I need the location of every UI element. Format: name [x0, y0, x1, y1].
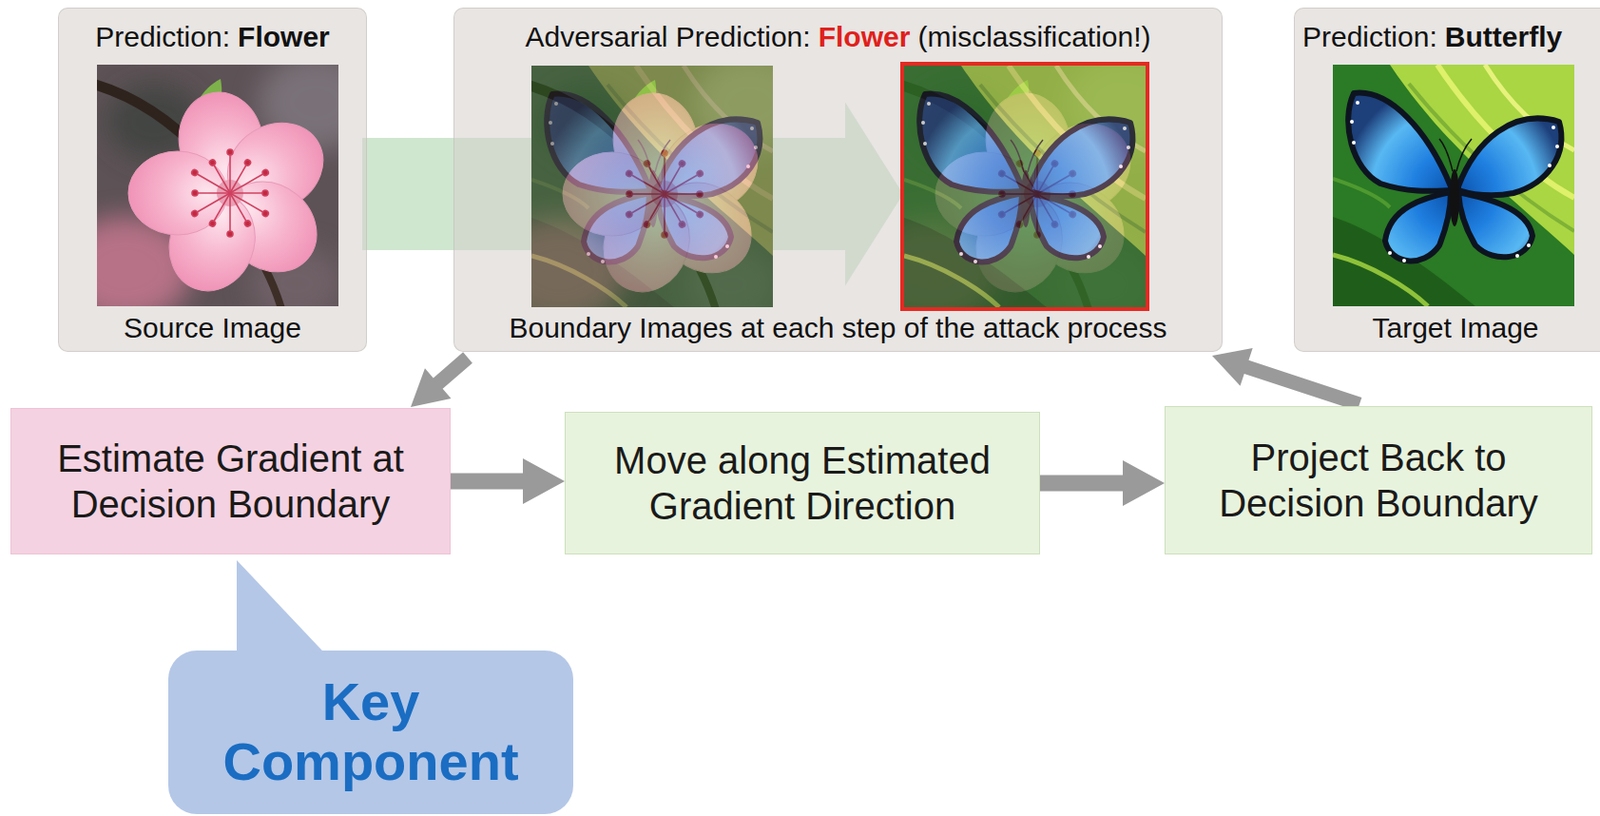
prediction-label: (misclassification!) [917, 19, 1151, 55]
flow-arrow [1040, 460, 1165, 506]
illustration-part [866, 61, 1152, 313]
illustration-part [531, 61, 808, 313]
panel-text-row: Source Image [123, 310, 302, 346]
prediction-label: Flower [237, 19, 330, 55]
process-box: Move along Estimated Gradient Direction [564, 411, 1041, 555]
flower-photo [96, 64, 339, 307]
prediction-label: Butterfly [1445, 19, 1562, 55]
callout-box: Key Component [168, 650, 574, 814]
panel-text-row: Target Image [1371, 310, 1539, 346]
boundary-image-final [866, 61, 1152, 313]
boundary-images [531, 61, 1152, 313]
prediction-label: Prediction: [1302, 19, 1438, 55]
box-label: Move along Estimated Gradient Direction [578, 437, 1026, 529]
boundary-image [531, 61, 808, 313]
illustration-part [902, 63, 1148, 309]
process-box: Project Back to Decision Boundary [1164, 405, 1593, 555]
illustration-part [904, 65, 1146, 308]
prediction-label: Adversarial Prediction: [524, 19, 810, 55]
target-panel: Prediction:ButterflyTarget Image [1293, 7, 1600, 352]
butterfly-photo [1332, 64, 1575, 307]
panel-text-row: Boundary Images at each step of the atta… [508, 310, 1167, 346]
panel-text-row: Prediction:Butterfly [1302, 19, 1562, 55]
panel-caption: Target Image [1371, 310, 1539, 346]
prediction-label: Prediction: [95, 19, 231, 55]
panel-text-row: Adversarial Prediction:Flower(misclassif… [524, 19, 1151, 55]
flow-arrow [1212, 347, 1362, 411]
box-label: Project Back to Decision Boundary [1197, 434, 1560, 526]
panel-text-row: Prediction:Flower [95, 19, 330, 55]
panel-caption: Boundary Images at each step of the atta… [508, 310, 1167, 346]
illustration-part [96, 64, 339, 307]
boundary-panel: Adversarial Prediction:Flower(misclassif… [453, 7, 1223, 352]
illustration-part [1332, 64, 1575, 307]
panel-caption: Source Image [123, 310, 302, 346]
callout-label: Key Component [209, 672, 533, 791]
flow-arrow [450, 458, 565, 504]
prediction-label: Flower [818, 19, 911, 55]
source-panel: Prediction:FlowerSource Image [57, 7, 367, 352]
box-label: Estimate Gradient at Decision Boundary [24, 435, 437, 527]
process-box: Estimate Gradient at Decision Boundary [10, 407, 451, 555]
flow-arrow [410, 351, 473, 407]
illustration-part [531, 65, 773, 308]
